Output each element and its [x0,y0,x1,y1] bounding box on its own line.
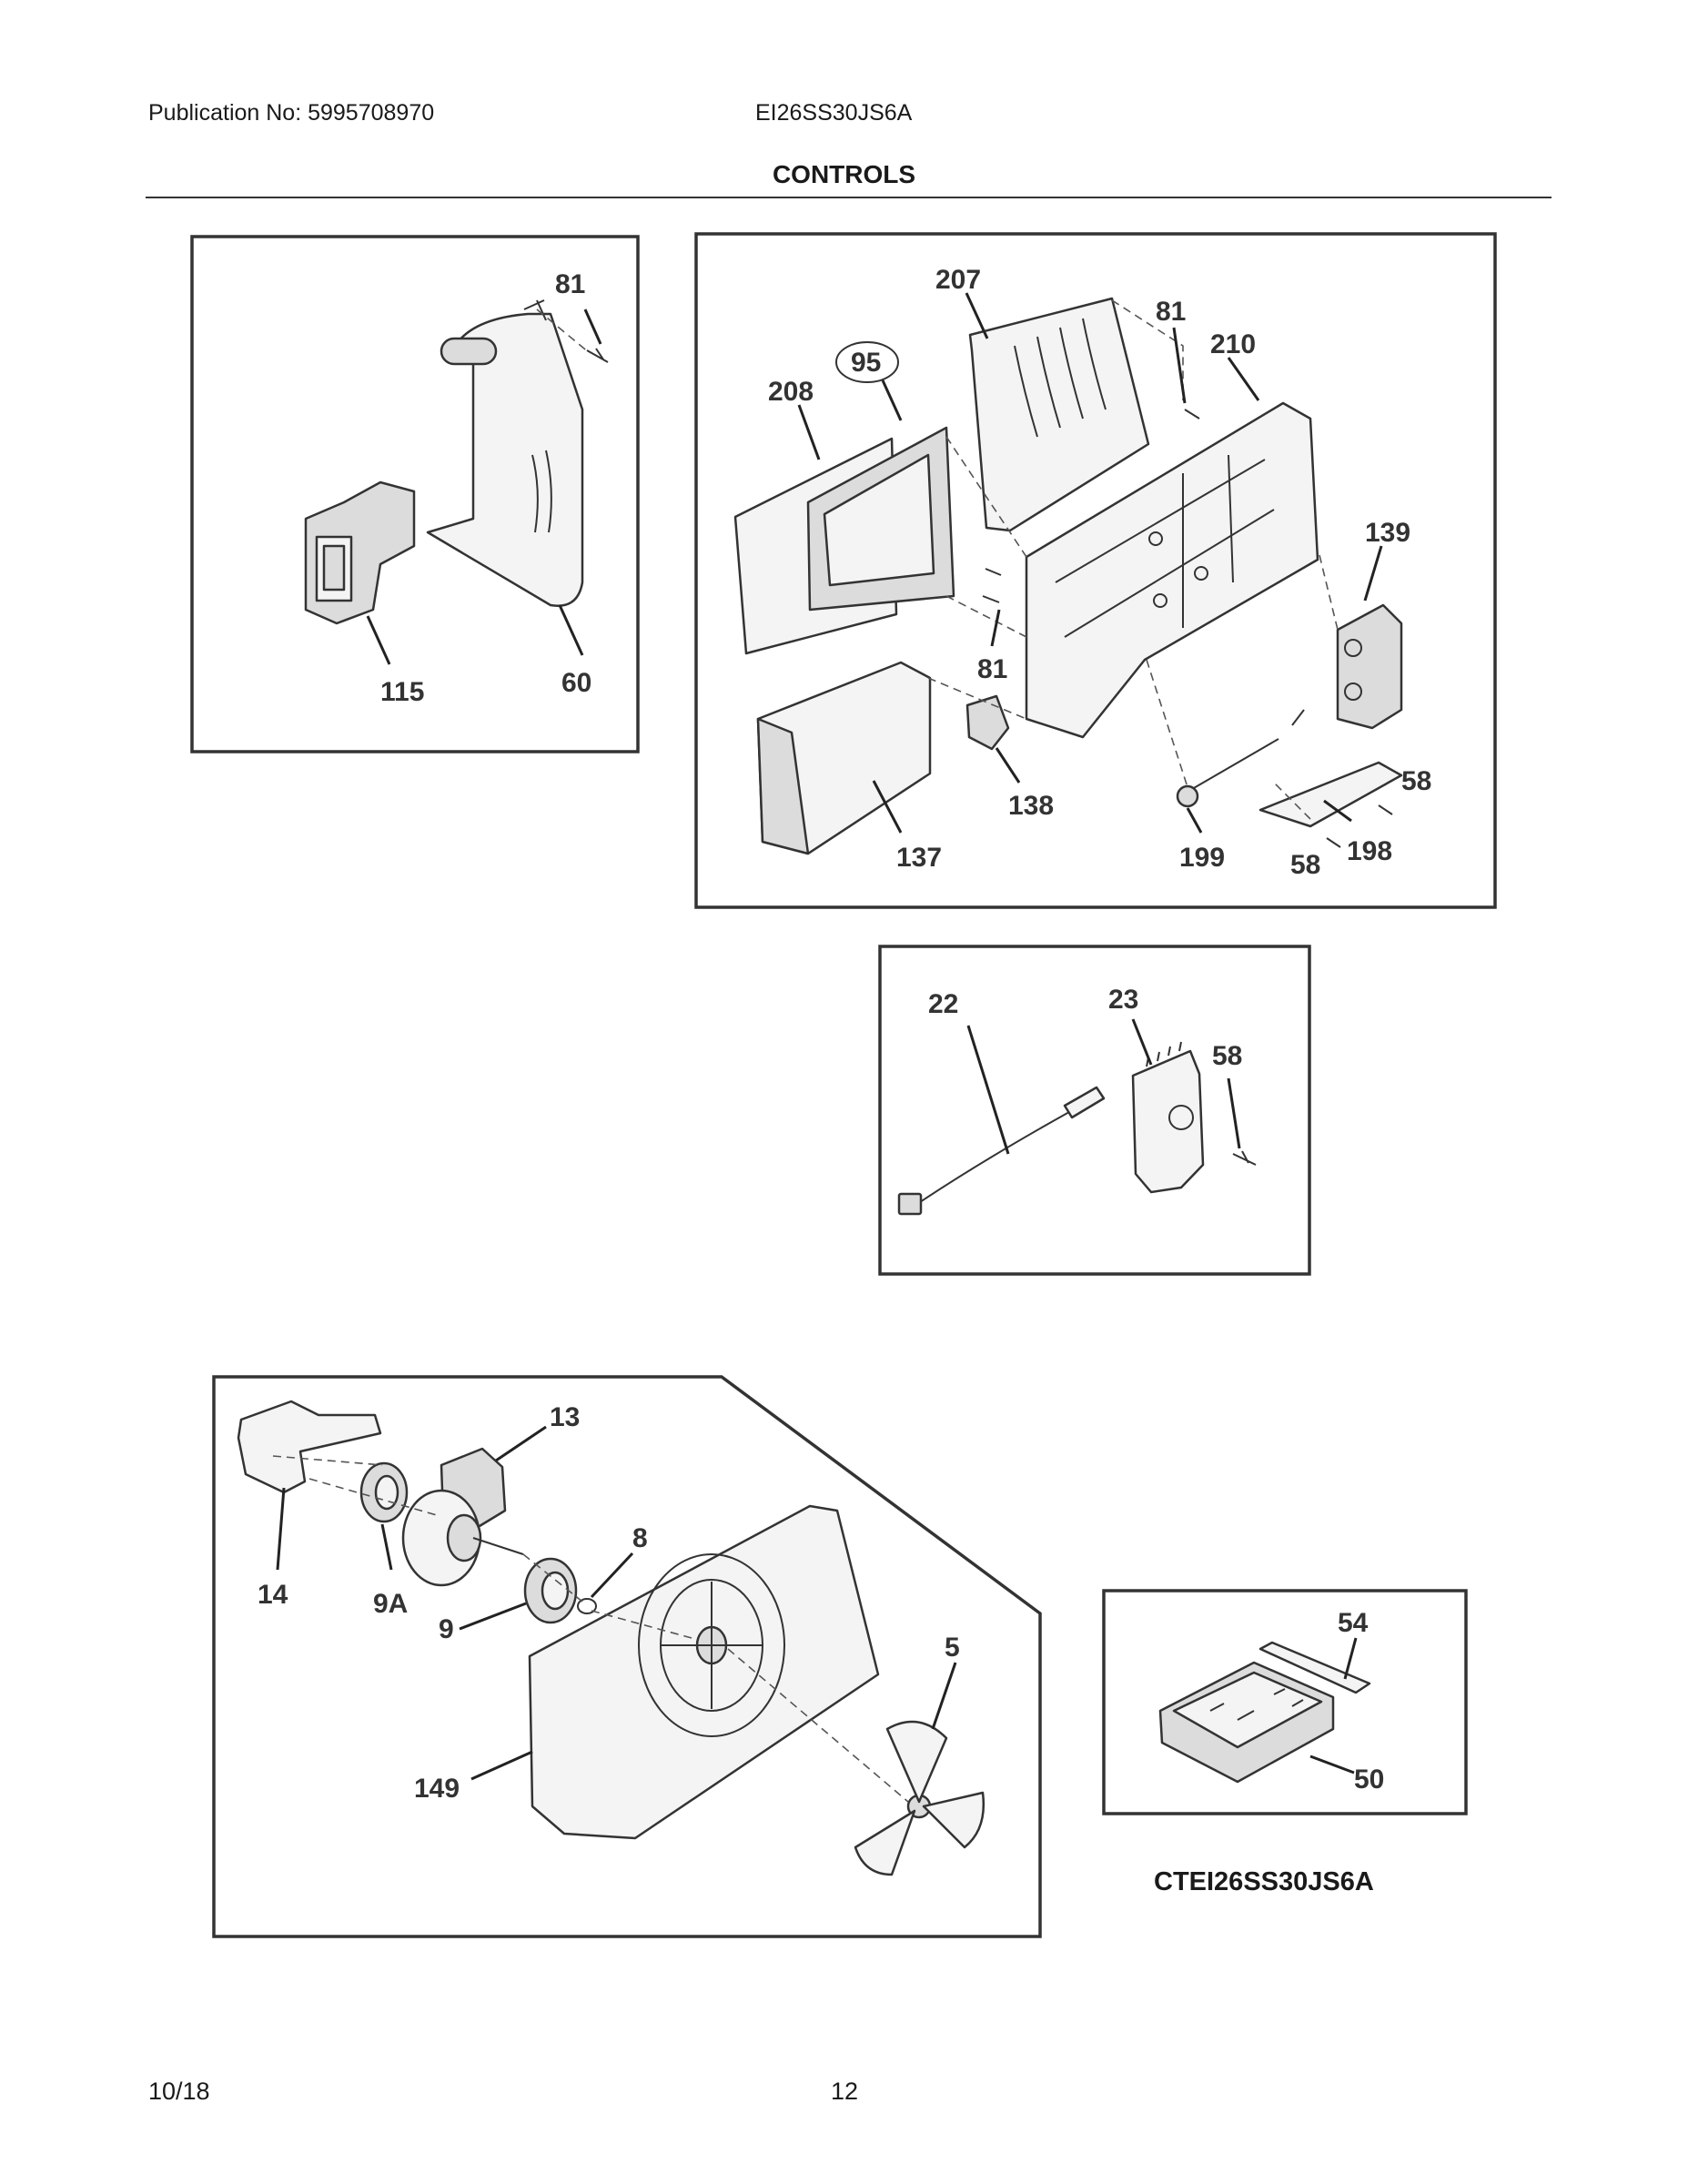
part-23-housing [1131,1049,1205,1194]
part-138-clip [965,694,1010,751]
model-number: EI26SS30JS6A [755,100,913,126]
label-198: 198 [1347,836,1392,866]
page-title: CONTROLS [772,160,916,188]
label-60: 60 [561,668,591,698]
part-50-control-board [1158,1661,1335,1784]
part-199-sensor [1187,709,1305,793]
leader-9 [459,1602,527,1631]
label-54: 54 [1338,1608,1369,1638]
label-149: 149 [414,1774,460,1804]
leader-138 [995,747,1021,784]
label-50: 50 [1354,1764,1384,1795]
part-60-housing [426,299,584,607]
part-207-cover [968,297,1150,532]
leader-81 [583,308,602,345]
label-58: 58 [1212,1041,1242,1071]
label-207: 207 [935,265,981,295]
part-13-motor [401,1447,524,1587]
label-208: 208 [768,377,814,407]
model-caption: CTEI26SS30JS6A [1154,1867,1374,1896]
leader-199 [1186,807,1203,834]
header-divider [146,197,1552,198]
part-14-bracket [237,1400,382,1494]
part-9-wheel [523,1557,578,1624]
leader-dash [536,308,591,354]
part-198-cover [1258,761,1403,828]
leader-115 [366,615,391,665]
leader-137 [872,780,903,834]
panel-middle-frame [878,945,1311,1276]
leader-13 [495,1425,547,1462]
label-81-mid: 81 [977,654,1007,684]
publication-number: Publication No: 5995708970 [148,100,435,126]
leader-207 [965,292,989,339]
label-23: 23 [1108,985,1138,1015]
part-210-bracket [1025,401,1319,739]
part-58-screw [1232,1150,1257,1166]
part-81-screws [982,409,1200,603]
part-139-switch [1336,603,1403,730]
leader-60 [558,604,584,656]
label-138: 138 [1008,791,1054,821]
panel-bottom-left-frame [212,1375,1042,1938]
leader-dash [272,1455,909,1803]
leader-139 [1363,545,1383,602]
label-9a: 9A [373,1589,408,1619]
label-5: 5 [945,1633,960,1663]
leader-8 [590,1552,634,1599]
label-81: 81 [555,269,585,299]
leader-81b [990,609,1001,647]
footer-date: 10/18 [148,2078,210,2105]
leader-208 [797,404,821,460]
part-5-fan-blade [854,1720,985,1876]
label-95-circle [835,341,899,383]
leader-54 [1343,1637,1358,1680]
part-54-bracket [1258,1641,1371,1694]
panel-top-right: 207 81 210 95 208 139 81 138 137 199 58 … [694,232,1497,909]
leader-22 [966,1025,1010,1155]
part-22-cable [897,1086,1106,1216]
leader-dash [927,299,1339,820]
leader-81a [1172,327,1187,404]
part-9a-wheel [359,1461,409,1523]
leader-14 [276,1487,286,1571]
panel-bottom-right-frame [1102,1589,1468,1815]
leader-210 [1227,357,1260,401]
panel-top-left-frame [190,235,640,753]
label-81-top: 81 [1156,297,1186,327]
label-9: 9 [439,1614,454,1644]
leader-149 [470,1750,533,1781]
leader-95 [881,379,903,421]
label-8: 8 [632,1523,648,1553]
panel-top-left: 81 60 115 [190,235,640,753]
part-115-relay [304,480,416,625]
label-58-right: 58 [1401,766,1431,796]
panel-top-right-frame [694,232,1497,909]
part-58-screws [1326,804,1393,848]
label-58-bottom: 58 [1290,850,1320,880]
label-13: 13 [550,1402,580,1432]
panel-middle: 22 23 58 [878,945,1311,1276]
label-95: 95 [851,348,881,378]
label-139: 139 [1365,518,1410,548]
label-115: 115 [380,677,424,707]
panel-bottom-left: 13 14 9A 8 9 5 149 [212,1375,1042,1938]
leader-23 [1131,1018,1153,1066]
part-149-shroud [528,1504,880,1840]
part-81-screw [586,348,609,363]
label-210: 210 [1210,329,1256,359]
leader-9a [380,1523,393,1571]
part-8-washer [577,1598,597,1614]
leader-50 [1309,1754,1355,1774]
leader-198 [1323,799,1352,823]
label-14: 14 [258,1580,288,1610]
footer-page-number: 12 [831,2078,859,2105]
panel-bottom-right: 54 50 [1102,1589,1468,1815]
label-137: 137 [896,843,942,873]
leader-5 [931,1662,957,1730]
label-22: 22 [928,989,958,1019]
leader-58-mid [1227,1077,1241,1149]
label-199: 199 [1179,843,1225,873]
